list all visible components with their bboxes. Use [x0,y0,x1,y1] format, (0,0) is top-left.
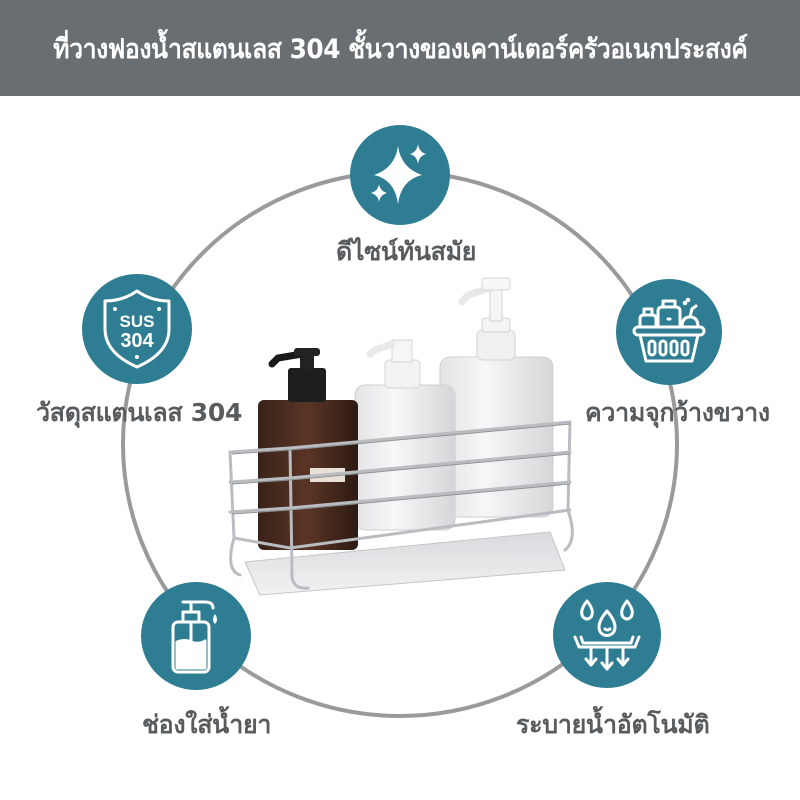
badge-304: 304 [120,330,154,352]
water-drain-icon [573,599,641,671]
soap-dispenser-icon [171,600,217,674]
feature-material-label: วัสดุสแตนเลส 304 [36,398,243,427]
feature-drain-circle [553,582,661,688]
feature-design-label: ดีไซน์ทันสมัย [336,237,477,266]
basket-icon [632,297,706,363]
feature-drain-label: ระบายน้ำอัตโนมัติ [516,710,710,739]
badge-sus: SUS [120,312,155,331]
feature-material-circle: SUS 304 [82,274,192,384]
header-banner: ที่วางฟองน้ำสแตนเลส 304 ชั้นวางของเคาน์เ… [0,0,800,96]
feature-capacity-circle [616,279,722,385]
feature-soap-label: ช่องใส่น้ำยา [142,710,272,739]
feature-design-circle [350,125,450,225]
feature-soap-circle [141,582,251,690]
sparkle-icon [371,144,426,204]
page-title: ที่วางฟองน้ำสแตนเลส 304 ชั้นวางของเคาน์เ… [52,33,748,65]
feature-capacity-label: ความจุกว้างขวาง [585,398,770,427]
product-image [228,277,574,596]
shield-sus304-icon: SUS 304 [103,289,171,369]
